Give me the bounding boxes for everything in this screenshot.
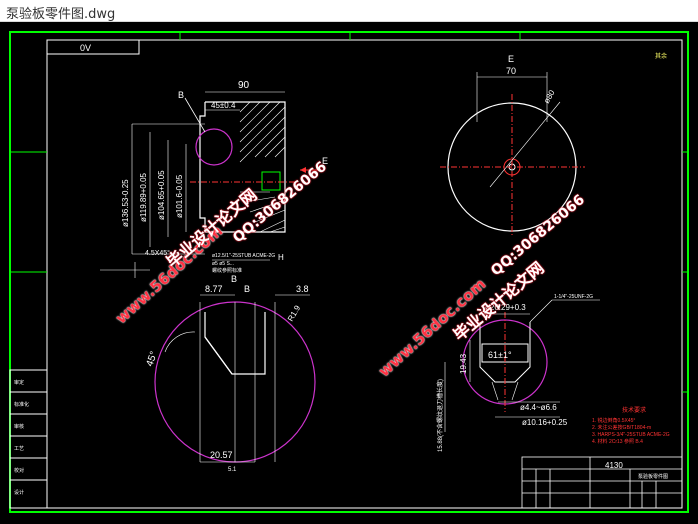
notes-line: 2. 未注公差按GB/T1804-m: [592, 424, 651, 431]
detail-dia-b: ø10.16+0.25: [522, 418, 568, 427]
dim-r19: R1.9: [286, 303, 303, 323]
detail-dia-a: ø4.4~ø6.6: [520, 403, 557, 412]
dim-90: 90: [238, 80, 250, 91]
window-title: 泵验板零件图.dwg: [6, 7, 116, 22]
cad-drawing-canvas[interactable]: 0V 其余 审定 标准化 审核 工艺 校对 设计: [0, 22, 698, 524]
thread-callout-2: ø5 ø5 S...: [212, 261, 234, 267]
angle-arc: [164, 331, 196, 353]
dim-dia-4: ø101.6-0.05: [175, 174, 184, 218]
outer-border: [9, 31, 689, 513]
section-b-view[interactable]: B 8.77 B 3.8 R1.9 45° 20.57 5.1: [100, 262, 316, 473]
detail-dim-v: 15.88(不含螺纹退刀槽长度): [436, 379, 444, 452]
dim-dia-1: ø136.53-0.25: [121, 179, 130, 227]
tech-notes: 技术要求 1. 锐边倒角0.5X45° 2. 未注公差按GB/T1804-m 3…: [592, 406, 670, 445]
detail-hatch-1: [491, 381, 499, 401]
code-box-text: 0V: [80, 43, 91, 53]
inner-border: [46, 39, 683, 509]
border-ticks: [10, 32, 688, 393]
title-block: [521, 456, 683, 509]
side-label-e: E: [508, 54, 514, 64]
notes-line: 3. HARPS-3/4"-25STUB ACME-2G: [592, 432, 670, 438]
dim-2057: 20.57: [210, 450, 233, 460]
title-block-part-no: 4130: [605, 461, 623, 470]
detail-inner: 61±1°: [488, 350, 512, 360]
dim-38: 3.8: [296, 284, 309, 294]
side-table: 审定 标准化 审核 工艺 校对 设计: [9, 369, 48, 509]
label-h: H: [278, 253, 284, 262]
section-b-diag: [204, 336, 233, 375]
section-label-b: B: [231, 274, 237, 284]
diameter-dims: [131, 123, 205, 255]
notes-title: 技术要求: [622, 406, 646, 414]
notes-line: 4. 材料 2Cr13 参照 B.4: [592, 438, 643, 445]
roughness-note: 其余: [655, 52, 667, 60]
label-b: B: [178, 90, 184, 100]
notes-line: 1. 锐边倒角0.5X45°: [592, 417, 635, 424]
thread-callout-3: 螺纹参照标准: [212, 267, 242, 274]
leader-b: [184, 97, 206, 133]
detail-hatch-2: [511, 381, 519, 401]
chamfer-dim: 4.5X45°: [145, 249, 170, 257]
side-view[interactable]: E 70 ø80: [440, 54, 585, 237]
dim-b-sub: B: [244, 284, 250, 294]
detail-callout-leader: [529, 299, 553, 323]
thread-callout-1: ø12.5/1"-25STUB ACME-2G: [212, 253, 275, 259]
title-block-name: 泵验板零件图: [638, 473, 668, 480]
title-bar: 泵验板零件图.dwg: [0, 0, 698, 22]
dim-877: 8.77: [205, 284, 223, 294]
angle-45: 45°: [144, 350, 160, 368]
detail-callout: 1-1/4"-25UNF-2G: [554, 294, 593, 300]
main-hatch: [239, 101, 286, 233]
detail-dim-top: ø26.29+0.3: [485, 303, 526, 312]
detail-view[interactable]: ø26.29+0.3 1-1/4"-25UNF-2G 61±1° 19.43 ø…: [436, 294, 600, 452]
side-table-cell: 标准化: [14, 401, 29, 408]
code-box: [46, 39, 140, 55]
side-table-cell: 设计: [14, 489, 24, 496]
side-table-cell: 审定: [14, 379, 24, 386]
arrow-e-head: [300, 167, 306, 173]
dim-45: 45±0.4: [211, 101, 236, 110]
side-dim-dia: ø80: [542, 88, 557, 105]
detail-circle-b[interactable]: [195, 128, 233, 166]
main-thread-hole: [261, 171, 281, 191]
dim-dia-2: ø119.89+0.05: [139, 172, 148, 222]
dim-2057-sub: 5.1: [228, 467, 237, 473]
dim-dia-3: ø104.65+0.05: [157, 170, 166, 220]
side-table-cell: 工艺: [14, 446, 24, 452]
side-dia-leader: [489, 101, 561, 188]
detail-dim-h: 19.43: [459, 353, 468, 374]
main-part-outline: [199, 101, 286, 233]
main-view[interactable]: B 90 45±0.4 ø136.53-0.25 ø119.89+0.05 ø1…: [121, 80, 328, 274]
cad-viewport[interactable]: 0V 其余 审定 标准化 审核 工艺 校对 设计: [0, 22, 698, 524]
side-dim-70: 70: [506, 66, 516, 76]
label-e-main: E: [322, 156, 328, 166]
side-table-cell: 审核: [14, 423, 24, 430]
side-table-cell: 校对: [14, 467, 24, 474]
